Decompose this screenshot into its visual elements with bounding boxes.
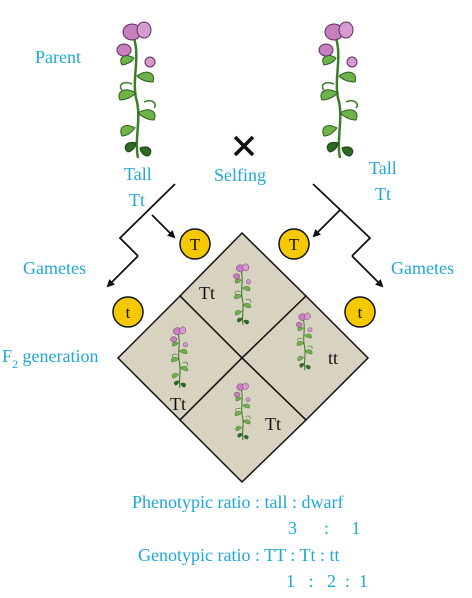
selfing-label: Selfing (214, 165, 266, 185)
phenotypic-ratio-values: 3 : 1 (288, 518, 361, 538)
right-genotype-label: Tt (375, 184, 391, 204)
gamete-t-right: t (344, 296, 376, 328)
cross-icon (233, 135, 255, 157)
svg-text:T: T (190, 235, 201, 254)
right-phenotype-label: Tall (369, 158, 397, 178)
gametes-label-left: Gametes (23, 258, 86, 278)
left-phenotype-label: Tall (124, 164, 152, 184)
svg-text:T: T (289, 235, 300, 254)
gametes-label-right: Gametes (391, 258, 454, 278)
genotypic-ratio-values: 1 : 2 : 1 (286, 571, 368, 591)
right-gamete-arrows (312, 183, 384, 288)
parent-plant-left (115, 20, 157, 160)
svg-text:t: t (358, 303, 363, 322)
parent-label: Parent (35, 47, 81, 67)
svg-text:t: t (126, 303, 131, 322)
left-genotype-label: Tt (129, 190, 145, 210)
genotypic-ratio: Genotypic ratio : TT : Tt : tt (138, 545, 339, 565)
gamete-T-right: T (278, 228, 310, 260)
gamete-T-left: T (179, 228, 211, 260)
f2-generation-label: F2 generation (2, 346, 98, 371)
cell-right-genotype: tt (328, 348, 338, 368)
gamete-t-left: t (112, 296, 144, 328)
phenotypic-ratio: Phenotypic ratio : tall : dwarf (132, 492, 343, 512)
cell-top-genotype: Tt (199, 283, 215, 303)
cell-left-genotype: Tt (170, 394, 186, 414)
left-gamete-arrows (106, 183, 176, 288)
cell-bottom-genotype: Tt (265, 414, 281, 434)
parent-plant-right (317, 20, 359, 160)
